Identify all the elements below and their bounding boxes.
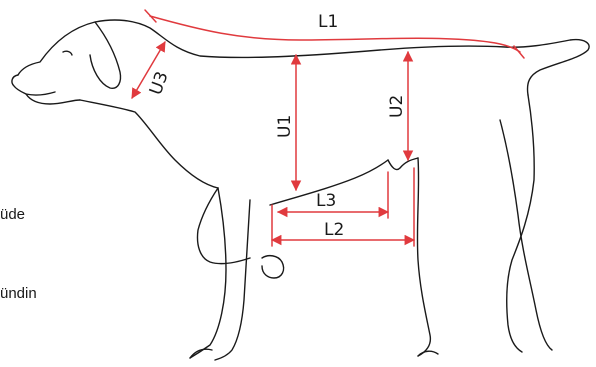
measurement-labels: L1 U3 U1 U2 L3 L2 (146, 12, 407, 240)
dog-ear (90, 22, 121, 88)
dog-outline (12, 20, 589, 360)
label-l2: L2 (324, 220, 344, 240)
dog-eye (63, 51, 72, 55)
dog-mouth (26, 92, 55, 95)
label-u2: U2 (387, 95, 407, 118)
dog-raised-paw (262, 256, 284, 278)
measure-l1-start-tick (145, 10, 156, 22)
dog-muzzle (12, 75, 80, 104)
label-u3: U3 (146, 69, 173, 98)
dog-neck-chest (80, 100, 218, 188)
dog-hind-leg-near (417, 158, 430, 356)
label-l3: L3 (316, 191, 336, 211)
label-l1: L1 (318, 12, 338, 32)
label-u1: U1 (275, 115, 295, 138)
dog-front-leg-near (190, 188, 226, 358)
dog-front-leg-near-inner (215, 200, 250, 360)
measure-l1-end-tick (514, 46, 524, 58)
dog-paw-hind (418, 351, 438, 356)
dog-hind-leg-near-back (507, 95, 534, 352)
